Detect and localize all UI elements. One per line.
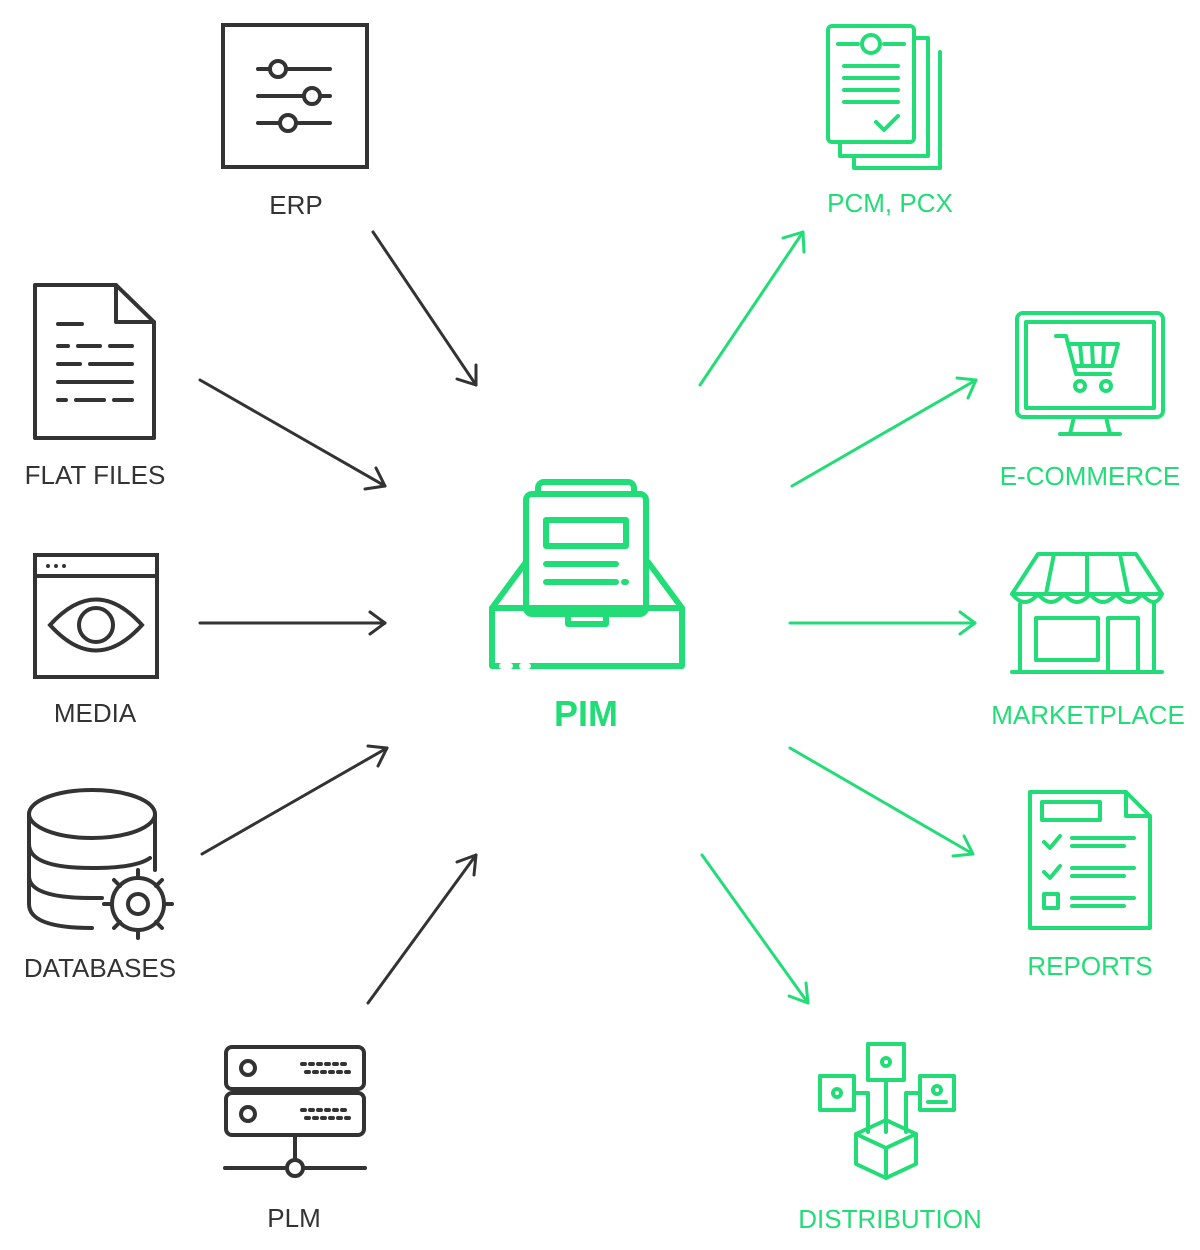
- arrow-erp-to-pim: [371, 230, 478, 387]
- center-label-pim: PIM: [553, 693, 619, 734]
- storefront-icon: [1010, 552, 1164, 674]
- source-label-plm: PLM: [267, 1203, 321, 1233]
- arrow-flat-files-to-pim: [198, 378, 387, 491]
- arrow-pim-to-marketplace: [788, 610, 977, 636]
- source-label-erp: ERP: [269, 190, 323, 220]
- database-gear-icon: [27, 788, 174, 940]
- target-label-reports: REPORTS: [1027, 951, 1153, 981]
- target-label-distribution: DISTRIBUTION: [798, 1204, 982, 1234]
- target-label-marketplace: MARKETPLACE: [991, 700, 1185, 730]
- arrow-media-to-pim: [198, 610, 387, 636]
- document-icon: [33, 283, 156, 440]
- monitor-cart-icon: [1015, 311, 1165, 436]
- arrow-pim-to-distribution: [700, 853, 810, 1005]
- arrow-pim-to-ecommerce: [790, 376, 978, 488]
- sliders-icon: [221, 23, 369, 169]
- source-label-databases: DATABASES: [23, 953, 177, 983]
- target-label-e-commerce: E-COMMERCE: [999, 461, 1181, 491]
- server-icon: [223, 1045, 367, 1178]
- eye-window-icon: [33, 553, 159, 679]
- arrow-databases-to-pim: [200, 744, 389, 856]
- target-label-pcm-pcx: PCM, PCX: [827, 188, 953, 218]
- source-label-media: MEDIA: [53, 698, 137, 728]
- source-label-flat-files: FLAT FILES: [24, 460, 166, 490]
- arrow-plm-to-pim: [366, 853, 478, 1005]
- network-cube-icon: [818, 1042, 956, 1180]
- arrow-pim-to-pcm: [698, 230, 806, 387]
- checklist-icon: [1028, 790, 1152, 930]
- documents-stack-icon: [826, 24, 942, 170]
- archive-box-icon: [489, 479, 685, 669]
- arrow-pim-to-reports: [788, 746, 975, 858]
